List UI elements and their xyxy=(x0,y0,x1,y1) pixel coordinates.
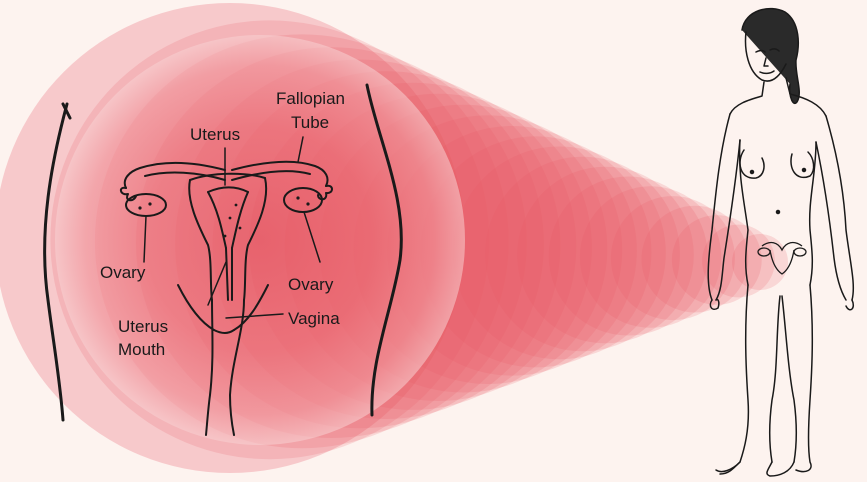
label-uterus-mouth: Uterus xyxy=(118,317,168,336)
cone-core xyxy=(55,35,465,445)
label-ovary-right: Ovary xyxy=(288,275,334,294)
label-fallopian-tube: Fallopian xyxy=(276,89,345,108)
label-vagina: Vagina xyxy=(288,309,340,328)
label-uterus-mouth-2: Mouth xyxy=(118,340,165,359)
label-ovary-left: Ovary xyxy=(100,263,146,282)
magnification-cone xyxy=(0,3,788,473)
cone-disc xyxy=(732,234,788,290)
label-fallopian-tube-2: Tube xyxy=(291,113,329,132)
label-uterus: Uterus xyxy=(190,125,240,144)
